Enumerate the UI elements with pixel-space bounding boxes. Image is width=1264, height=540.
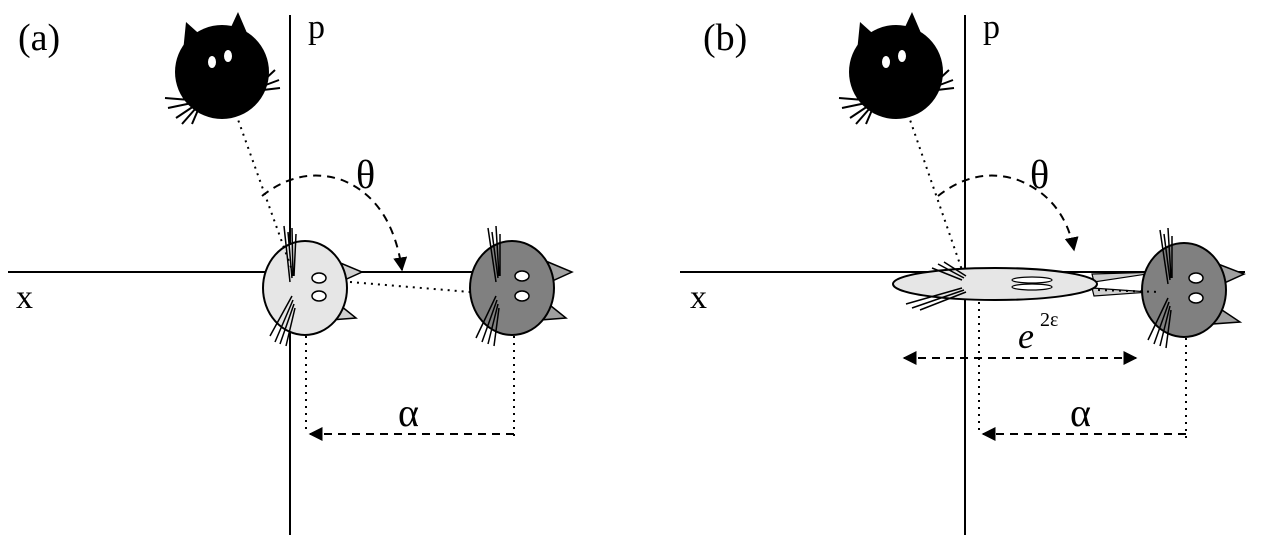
x-axis-label-a: x bbox=[16, 279, 33, 316]
p-axis-label-a: p bbox=[308, 9, 325, 46]
alpha-label-b: α bbox=[1070, 390, 1091, 435]
displacement-guide-a bbox=[349, 281, 471, 293]
black-cat-icon bbox=[164, 12, 281, 125]
rotation-guide-b bbox=[907, 113, 963, 271]
x-axis-label-b: x bbox=[690, 279, 707, 316]
theta-label-a: θ bbox=[356, 152, 375, 197]
panel-a-label: (a) bbox=[18, 17, 60, 59]
squeeze-factor-base: e bbox=[1018, 316, 1034, 356]
panel-a: (a) p x bbox=[8, 9, 574, 535]
squeezed-cat-icon bbox=[892, 261, 1161, 311]
alpha-label-a: α bbox=[398, 390, 419, 435]
rotation-arrow-b bbox=[937, 174, 1079, 252]
p-axis-label-b: p bbox=[983, 9, 1000, 46]
rotation-arrow-a bbox=[261, 174, 408, 272]
gray-cat-icon bbox=[469, 225, 574, 347]
panel-b-label: (b) bbox=[703, 17, 747, 59]
theta-label-b: θ bbox=[1030, 152, 1049, 197]
gray-cat-icon bbox=[1141, 227, 1246, 349]
squeeze-factor-exponent: 2ε bbox=[1040, 309, 1058, 331]
light-cat-icon bbox=[262, 225, 364, 347]
black-cat-icon bbox=[838, 12, 955, 125]
rotation-guide-a bbox=[235, 113, 293, 271]
panel-b: (b) p x bbox=[680, 9, 1246, 535]
